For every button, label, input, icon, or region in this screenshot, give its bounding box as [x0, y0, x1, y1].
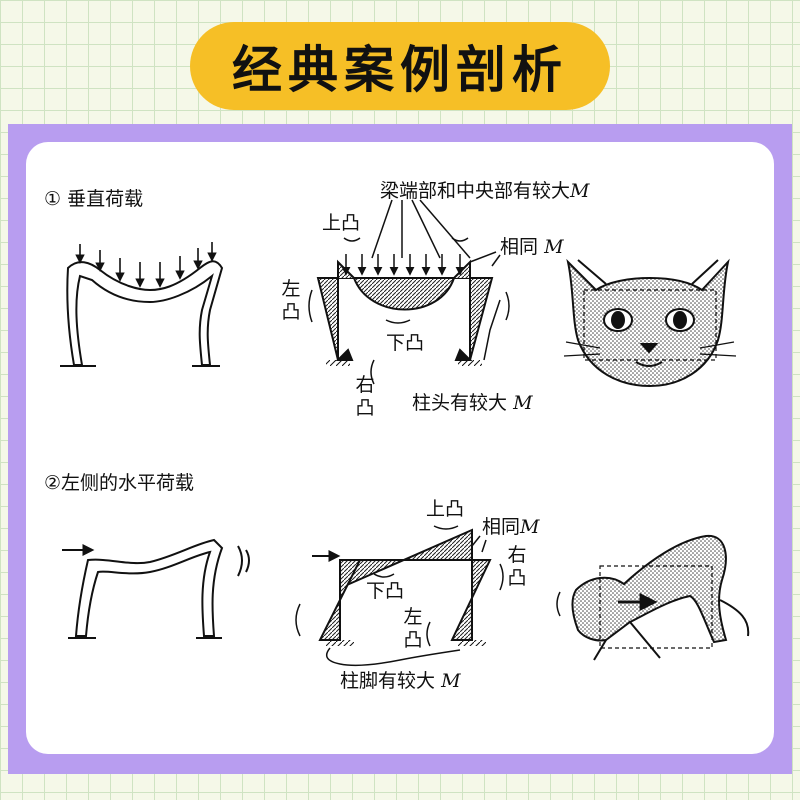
case1-right-convex-label: 右凸: [355, 374, 375, 419]
content-card: [26, 142, 774, 754]
case1-bottom-convex-label: 下凸: [386, 332, 425, 354]
case1-deflection-marks: [308, 199, 510, 385]
case2-bottom-convex-label: 下凸: [366, 580, 405, 602]
case2-column-foot-label: 柱脚有较大 M: [340, 670, 461, 692]
case1-left-convex-label: 左凸: [281, 278, 301, 323]
case2-left-convex-label: 左凸: [403, 606, 423, 651]
case2-heading: ②左侧的水平荷载: [44, 472, 195, 494]
case1-beam-end-center-label: 梁端部和中央部有较大M: [380, 180, 590, 202]
case1-top-convex-label: 上凸: [322, 212, 361, 234]
cat-face-icon: [563, 258, 737, 388]
case2-deformed-frame: [62, 538, 250, 639]
case2-same-m-label: 相同M: [482, 516, 540, 538]
case1-load-arrows: [75, 242, 217, 288]
case1-heading: ① 垂直荷载: [44, 188, 144, 210]
case1-deformed-frame: [60, 260, 224, 367]
case2-deflection-marks: [295, 525, 504, 667]
case2-moment-frame: [312, 528, 492, 646]
case1-moment-load-arrows: [341, 254, 465, 276]
case1-moment-frame: [316, 259, 494, 366]
case2-top-convex-label: 上凸: [426, 498, 465, 520]
case2-right-convex-label: 右凸: [507, 544, 527, 589]
banner-title: 经典案例剖析: [190, 22, 610, 110]
case1-same-m-label: 相同 M: [500, 236, 564, 258]
stretching-cat-icon: [556, 534, 750, 661]
case1-column-head-label: 柱头有较大 M: [412, 392, 533, 414]
